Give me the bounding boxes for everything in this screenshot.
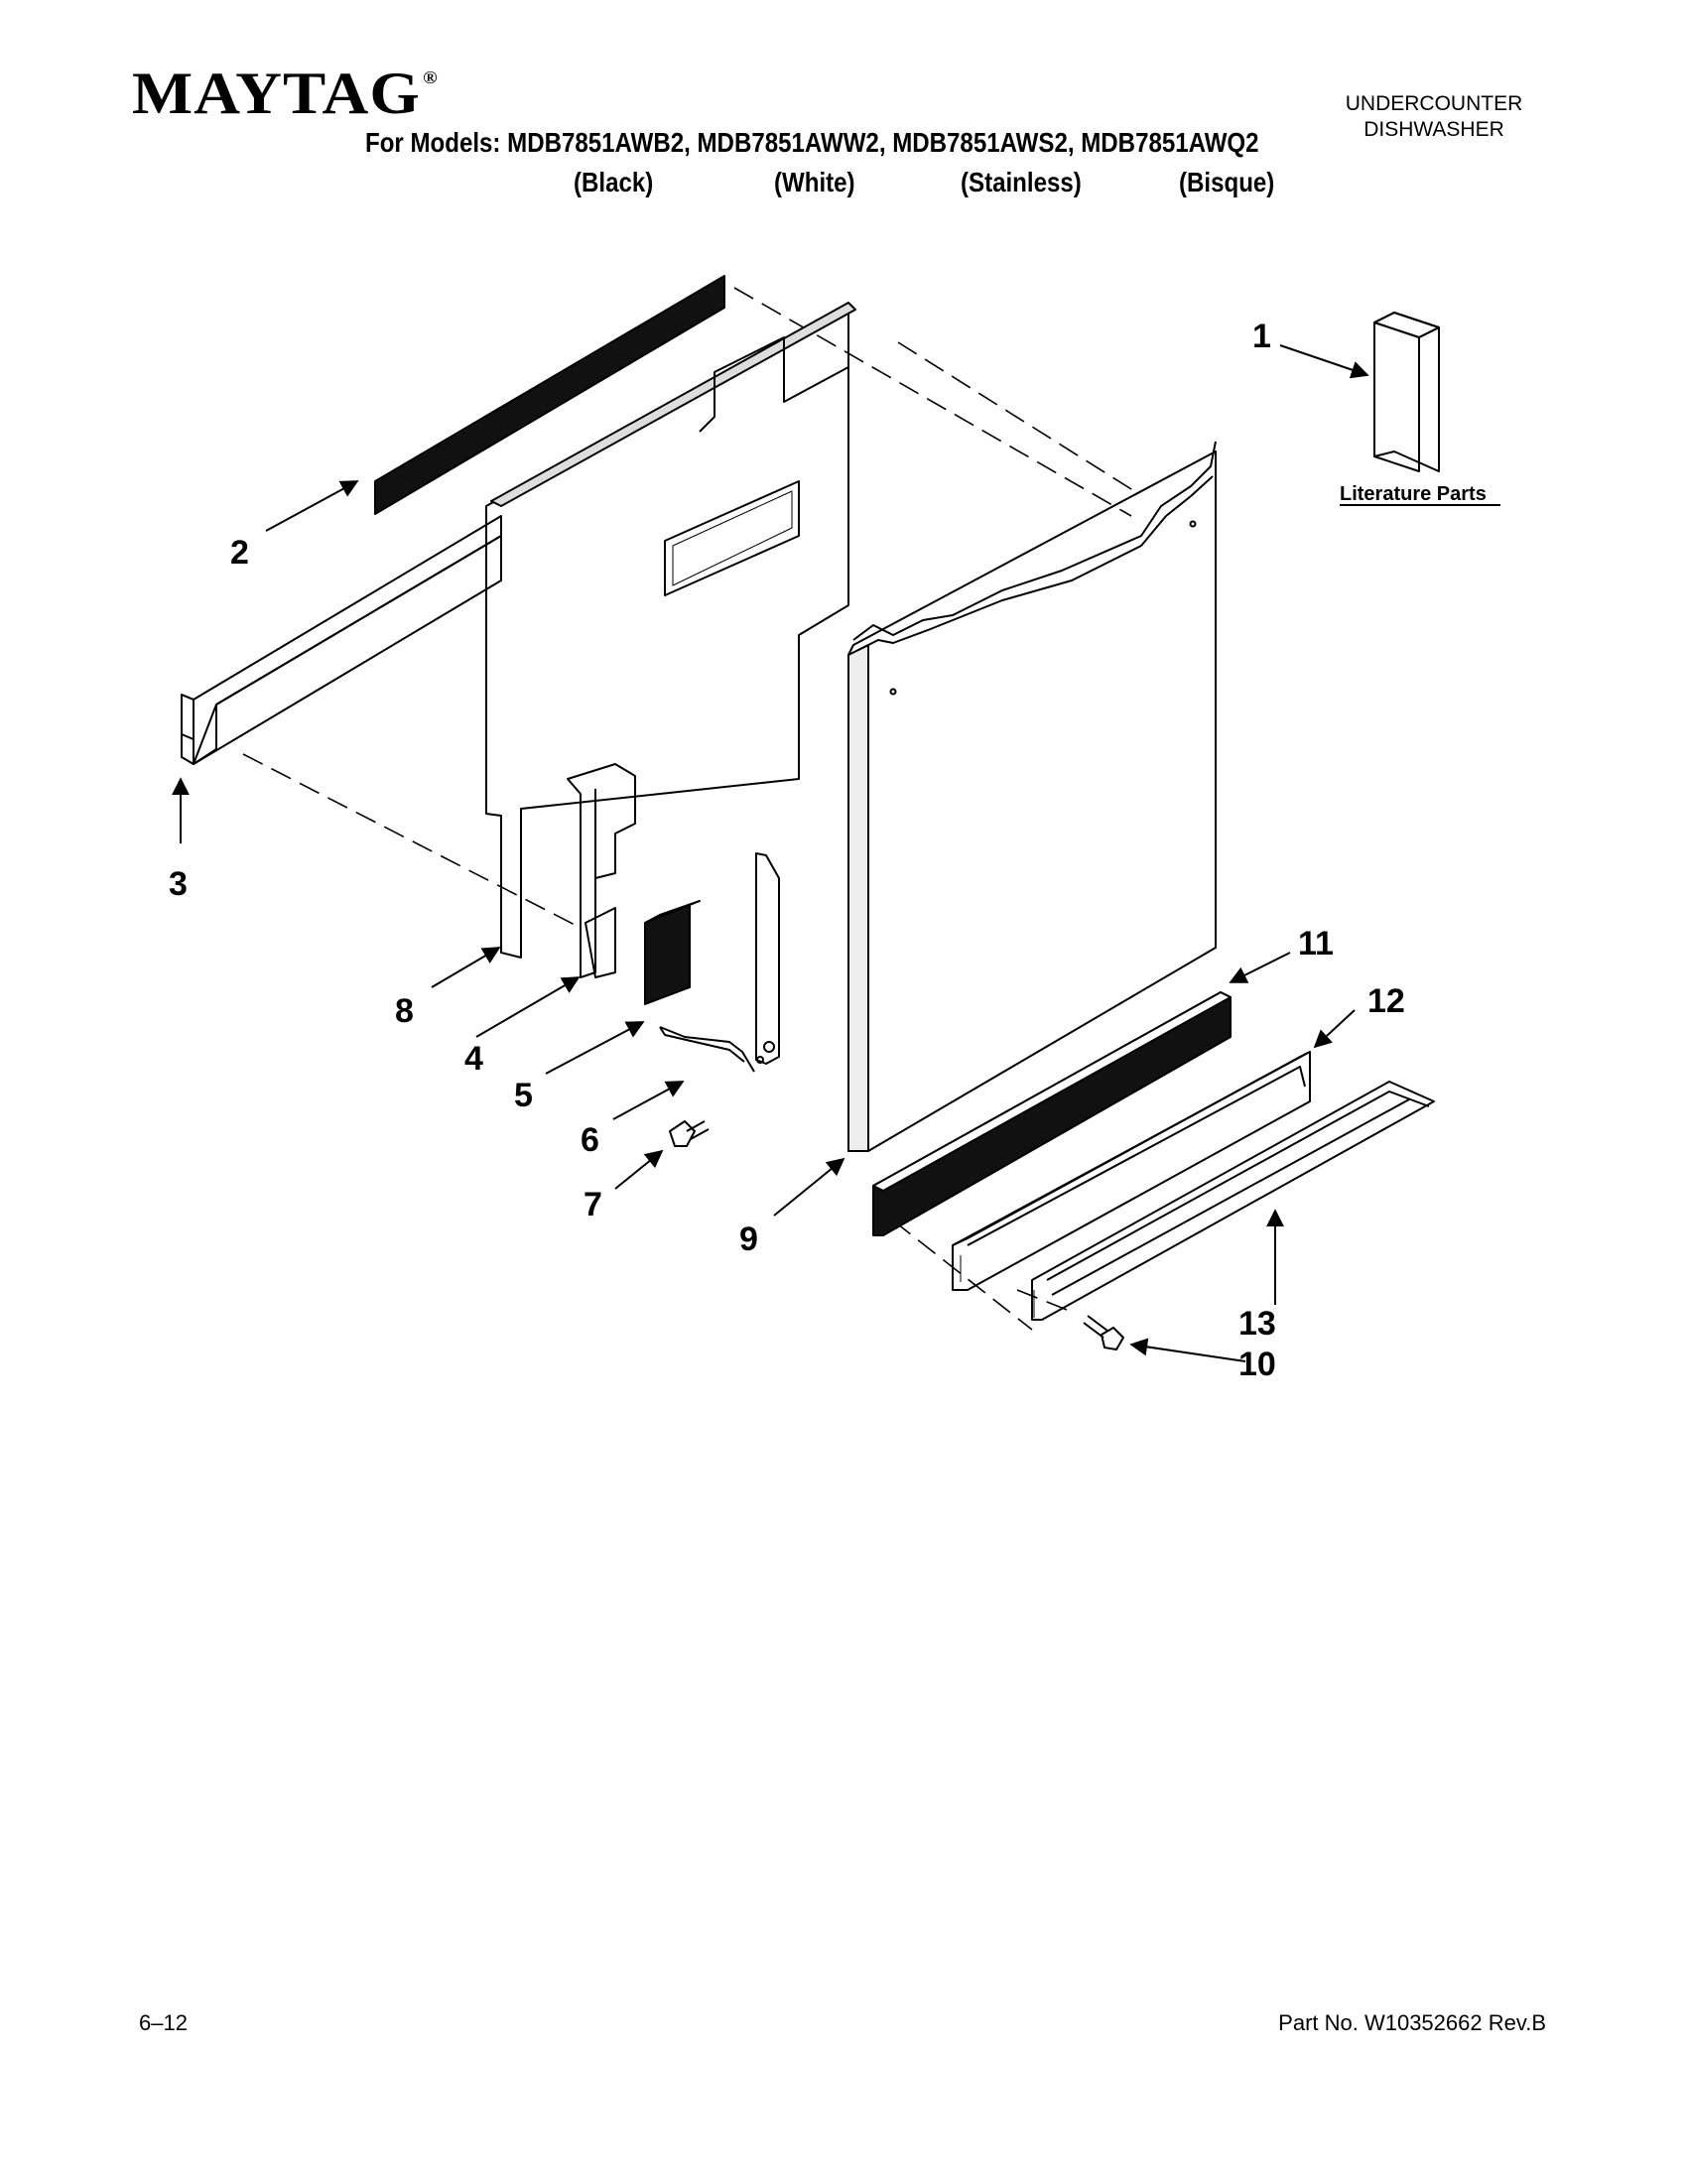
callout-1: 1 [1252, 318, 1271, 355]
part-10-screw [1083, 1315, 1124, 1350]
literature-parts-label: Literature Parts [1340, 483, 1487, 505]
callout-12: 12 [1367, 982, 1405, 1020]
callout-6: 6 [581, 1121, 599, 1159]
part-11-toe-strip [872, 991, 1232, 1236]
part-13-toe-panel [1031, 1081, 1435, 1321]
callout-8: 8 [395, 992, 414, 1030]
category-line-1: UNDERCOUNTER [1345, 92, 1523, 115]
callout-7: 7 [584, 1186, 602, 1223]
part-9-door-panel [847, 441, 1217, 1152]
part-7-screw [669, 1120, 710, 1147]
part-3-access-panel [181, 515, 502, 765]
callout-4: 4 [464, 1040, 483, 1078]
variant-black: (Black) [574, 167, 654, 197]
part-2-strip [374, 275, 725, 515]
page-number: 6–12 [139, 2010, 188, 2035]
part-4-bracket [567, 763, 636, 978]
leader-arrows [172, 344, 1369, 1362]
callout-3: 3 [169, 865, 188, 903]
part-6-hinge-bracket [659, 852, 780, 1073]
models-line: For Models: MDB7851AWB2, MDB7851AWW2, MD… [365, 127, 1259, 158]
part-12-kickplate [952, 1051, 1311, 1291]
category-line-2: DISHWASHER [1363, 118, 1504, 141]
part-number: Part No. W10352662 Rev.B [1278, 2010, 1546, 2035]
callout-2: 2 [230, 534, 249, 572]
callout-11: 11 [1298, 925, 1334, 963]
callout-9: 9 [739, 1220, 758, 1258]
variant-bisque: (Bisque) [1179, 167, 1275, 197]
callout-10: 10 [1238, 1346, 1276, 1383]
callout-13: 13 [1238, 1305, 1276, 1343]
brand-logo: MAYTAG® [132, 61, 439, 126]
part-5-pad [644, 900, 701, 1005]
variant-white: (White) [774, 167, 855, 197]
part-8-panel [485, 302, 856, 959]
variant-stainless: (Stainless) [961, 167, 1082, 197]
callout-5: 5 [514, 1077, 533, 1114]
alignment-lines [242, 287, 1140, 1331]
part-1-literature [1373, 312, 1440, 472]
product-category: UNDERCOUNTER DISHWASHER [1330, 91, 1538, 143]
